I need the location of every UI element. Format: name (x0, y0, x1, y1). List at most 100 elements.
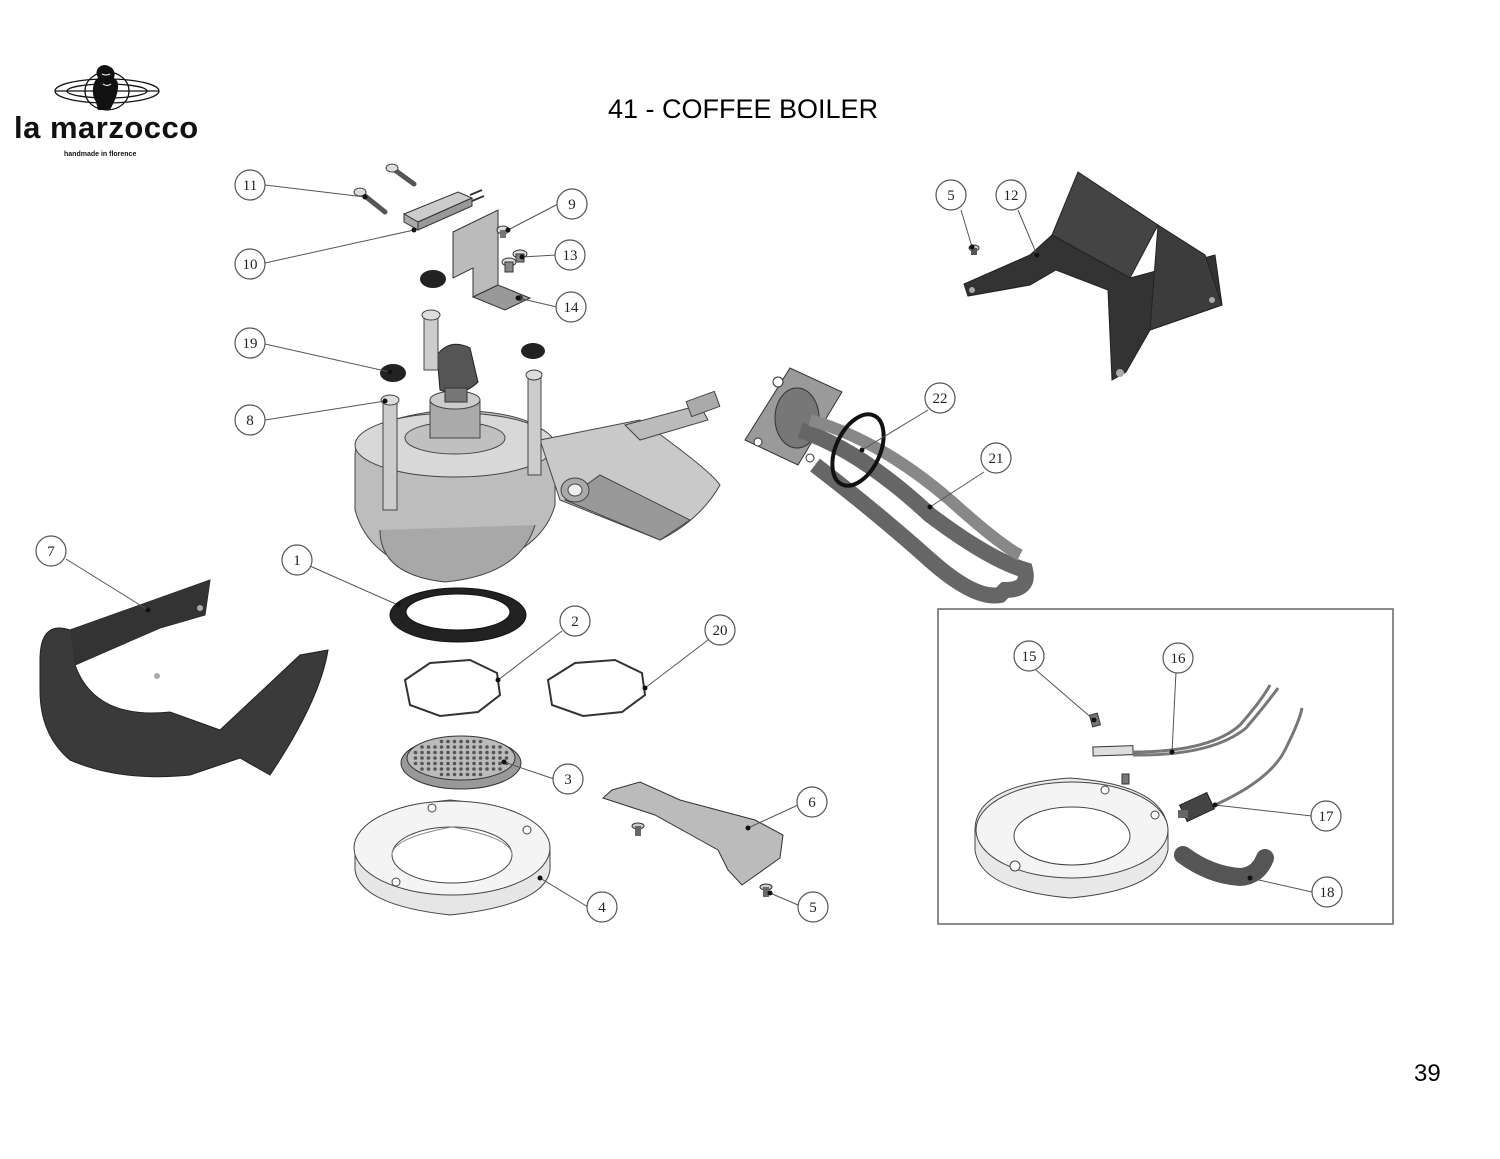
callout-circle (556, 188, 588, 220)
sieve-hole (478, 756, 483, 760)
sieve-hole (485, 767, 489, 771)
sieve-hole (478, 750, 483, 755)
sieve-hole (465, 745, 470, 749)
callout-label: 7 (47, 544, 55, 560)
part-22-21-heating-element (744, 367, 1034, 604)
sieve-hole (472, 756, 476, 760)
callout-c7: 7 (35, 535, 67, 567)
sieve-hole (446, 739, 450, 744)
callout-label: 19 (243, 336, 258, 352)
callout-c4: 4 (586, 891, 618, 923)
sieve-hole (465, 772, 470, 777)
sieve-hole (478, 767, 483, 771)
callout-c14: 14 (555, 291, 587, 323)
callout-c21: 21 (980, 442, 1012, 474)
callout-circle (554, 239, 586, 271)
callout-c16: 16 (1162, 642, 1194, 674)
callout-circle (1162, 642, 1194, 674)
callout-label: 5 (809, 900, 817, 916)
sieve-hole (420, 745, 424, 749)
leader-lines (65, 184, 1313, 908)
sieve-hole (420, 761, 424, 766)
callout-label: 2 (571, 614, 579, 630)
part-20-ring (546, 658, 647, 718)
sieve-hole (465, 756, 470, 760)
part-12-cover (963, 171, 1223, 381)
callout-c22: 22 (924, 382, 956, 414)
callout-c20: 20 (704, 614, 736, 646)
callout-circle (704, 614, 736, 646)
sieve-hole (485, 761, 489, 766)
callout-circle (924, 382, 956, 414)
sieve-hole (446, 772, 450, 777)
brand-name: la marzocco (14, 110, 199, 145)
part-2-ring (403, 658, 502, 718)
sieve-hole (459, 745, 463, 749)
callout-circle (1311, 876, 1343, 908)
callout-label: 5 (947, 188, 955, 204)
sieve-hole (485, 756, 489, 760)
page-title: 41 - COFFEE BOILER (608, 94, 879, 124)
part-4-group-ring (353, 799, 551, 916)
part-9-screw (496, 225, 510, 238)
sieve-hole (478, 739, 483, 744)
inset-part-17-connector (1178, 707, 1304, 823)
sieve-hole (439, 767, 444, 771)
sieve-hole (472, 767, 476, 771)
callout-c8: 8 (234, 404, 266, 436)
sieve-hole (498, 745, 502, 749)
sieve-hole (433, 761, 437, 766)
sieve-hole (433, 750, 437, 755)
sieve-hole (446, 745, 450, 749)
sieve-hole (413, 750, 418, 755)
callout-circle (796, 786, 828, 818)
sieve-hole (439, 739, 444, 744)
callout-circle (797, 891, 829, 923)
callout-c1: 1 (281, 544, 313, 576)
callout-label: 6 (808, 795, 816, 811)
boiler-body (354, 309, 721, 583)
sieve-hole (465, 767, 470, 771)
sieve-hole (452, 750, 457, 755)
callout-label: 4 (598, 900, 606, 916)
callout-label: 15 (1022, 649, 1037, 665)
callout-c12: 12 (995, 179, 1027, 211)
callout-circle (234, 169, 266, 201)
callout-circle (555, 291, 587, 323)
callout-c13: 13 (554, 239, 586, 271)
callout-circle (281, 544, 313, 576)
callout-label: 11 (243, 178, 257, 194)
callout-c5b: 5 (797, 891, 829, 923)
sieve-hole (433, 767, 437, 771)
sieve-hole (426, 750, 431, 755)
sieve-hole (472, 739, 476, 744)
sieve-hole (452, 767, 457, 771)
sieve-hole (452, 745, 457, 749)
sieve-hole (439, 772, 444, 777)
callout-label: 8 (246, 413, 254, 429)
sieve-hole (426, 761, 431, 766)
sieve-hole (485, 750, 489, 755)
callout-circle (35, 535, 67, 567)
callout-c19: 19 (234, 327, 266, 359)
sieve-hole (446, 761, 450, 766)
callout-label: 3 (564, 772, 572, 788)
callout-circle (552, 763, 584, 795)
part-10-switch (402, 189, 485, 231)
brand-tagline: handmade in florence (64, 151, 137, 158)
callout-circle (586, 891, 618, 923)
sieve-hole (498, 756, 502, 760)
sieve-hole (491, 745, 496, 749)
sieve-hole (452, 772, 457, 777)
sieve-hole (491, 756, 496, 760)
sieve-hole (504, 750, 509, 755)
part-11-screw (353, 163, 417, 215)
callout-circle (935, 179, 967, 211)
sieve-hole (478, 761, 483, 766)
part-13-screws (501, 249, 528, 273)
sieve-hole (439, 750, 444, 755)
inset-frame (937, 608, 1394, 925)
page-number: 39 (1414, 1060, 1441, 1087)
